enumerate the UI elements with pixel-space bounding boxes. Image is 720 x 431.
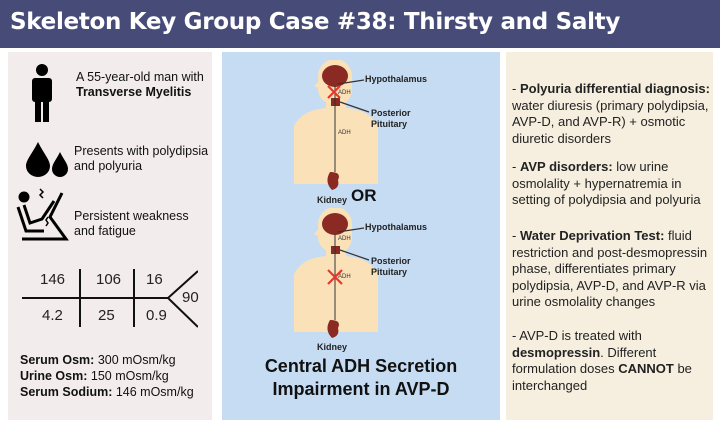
lab-serum-osm: Serum Osm: 300 mOsm/kg (20, 352, 194, 368)
pituitary-label: Pituitary (371, 267, 408, 277)
kidney-label: Kidney (317, 342, 348, 352)
blocked-x-icon (327, 269, 343, 285)
potassium-value: 4.2 (42, 307, 63, 324)
key-point-text: AVP-D is treated with (519, 328, 642, 343)
key-point-heading: Water Deprivation Test: (519, 228, 665, 243)
posterior-label: Posterior (371, 256, 411, 266)
sodium-value: 146 (40, 271, 66, 288)
chloride-value: 106 (96, 271, 122, 288)
kidney-label: Kidney (317, 195, 348, 205)
key-point-emphasis: CANNOT (618, 361, 674, 376)
presents-text: Presents with polydipsia and polyuria (74, 144, 209, 173)
lab-values: Serum Osm: 300 mOsm/kg Urine Osm: 150 mO… (20, 352, 194, 400)
droplets-icon (26, 142, 68, 177)
lab-value: 150 mOsm/kg (87, 369, 169, 383)
person-icon (32, 64, 52, 122)
adh-label: ADH (338, 130, 351, 136)
pathophysiology-panel: Hypothalamus Posterior Pituitary ADH ADH… (222, 52, 500, 420)
patient-text: A 55-year-old man with Transverse Myelit… (76, 70, 206, 100)
key-point-text: low urine osmolality + hypernatremia in … (512, 159, 701, 207)
weakness-text: Persistent weakness and fatigue (74, 209, 189, 238)
lab-value: 300 mOsm/kg (94, 353, 176, 367)
diagnosis: Transverse Myelitis (76, 85, 192, 99)
adh-label: ADH (338, 236, 351, 242)
lab-label: Serum Osm: (20, 353, 95, 367)
diagram-title-line1: Central ADH Secretion (264, 356, 458, 376)
case-presentation-panel: A 55-year-old man with Transverse Myelit… (8, 52, 212, 420)
lab-label: Urine Osm: (20, 369, 88, 383)
body-illustration (294, 208, 378, 338)
creatinine-value: 0.9 (146, 307, 167, 324)
pituitary-label: Pituitary (371, 119, 408, 129)
key-point-heading: AVP disorders: (519, 159, 613, 174)
blocked-x-icon (327, 85, 341, 99)
bun-value: 16 (146, 271, 163, 288)
glucose-value: 90 (182, 289, 199, 306)
diagram-title: Central ADH Secretion Impairment in AVP-… (222, 355, 500, 401)
fishbone-lines (22, 269, 199, 328)
hypothalamus-label: Hypothalamus (365, 222, 428, 232)
lab-label: Serum Sodium: (20, 385, 113, 399)
or-label: OR (351, 186, 377, 205)
page-title: Skeleton Key Group Case #38: Thirsty and… (0, 0, 720, 48)
key-point-polyuria: - Polyuria differential diagnosis: water… (512, 81, 710, 146)
fatigue-person-icon (16, 188, 69, 241)
key-point-text: be interchanged (512, 361, 692, 393)
diagram-title-line2: Impairment in AVP-D (272, 379, 450, 399)
bicarbonate-value: 25 (98, 307, 115, 324)
patient-desc: A 55-year-old man with (76, 70, 204, 84)
key-point-avp-disorders: - AVP disorders: low urine osmolality + … (512, 159, 701, 207)
key-point-text: fluid restriction and post-desmopressin … (512, 228, 708, 309)
lab-value: 146 mOsm/kg (112, 385, 194, 399)
key-point-heading: Polyuria differential diagnosis: (519, 81, 710, 96)
adh-label: ADH (338, 90, 351, 96)
key-point-text: water diuresis (primary polydipsia, AVP-… (512, 97, 709, 146)
key-point-drug: desmopressin (512, 344, 601, 360)
body-illustration (294, 60, 378, 190)
posterior-label: Posterior (371, 108, 411, 118)
lab-urine-osm: Urine Osm: 150 mOsm/kg (20, 368, 194, 384)
lab-fishbone: 146 106 16 4.2 25 0.9 90 (18, 267, 199, 336)
key-point-treatment: - AVP-D is treated with desmopressin. Di… (512, 328, 692, 393)
key-point-water-deprivation: - Water Deprivation Test: fluid restrict… (512, 228, 708, 309)
key-point-text: . Different formulation doses (512, 344, 657, 377)
adh-label: ADH (338, 274, 351, 280)
body-diagram-hypothalamus-block: Hypothalamus Posterior Pituitary ADH ADH (222, 60, 500, 192)
hypothalamus-label: Hypothalamus (365, 74, 428, 84)
key-points-panel: - Polyuria differential diagnosis: water… (506, 52, 713, 420)
body-diagram-pathway-block: Hypothalamus Posterior Pituitary ADH ADH (222, 208, 500, 340)
lab-serum-sodium: Serum Sodium: 146 mOsm/kg (20, 384, 194, 400)
